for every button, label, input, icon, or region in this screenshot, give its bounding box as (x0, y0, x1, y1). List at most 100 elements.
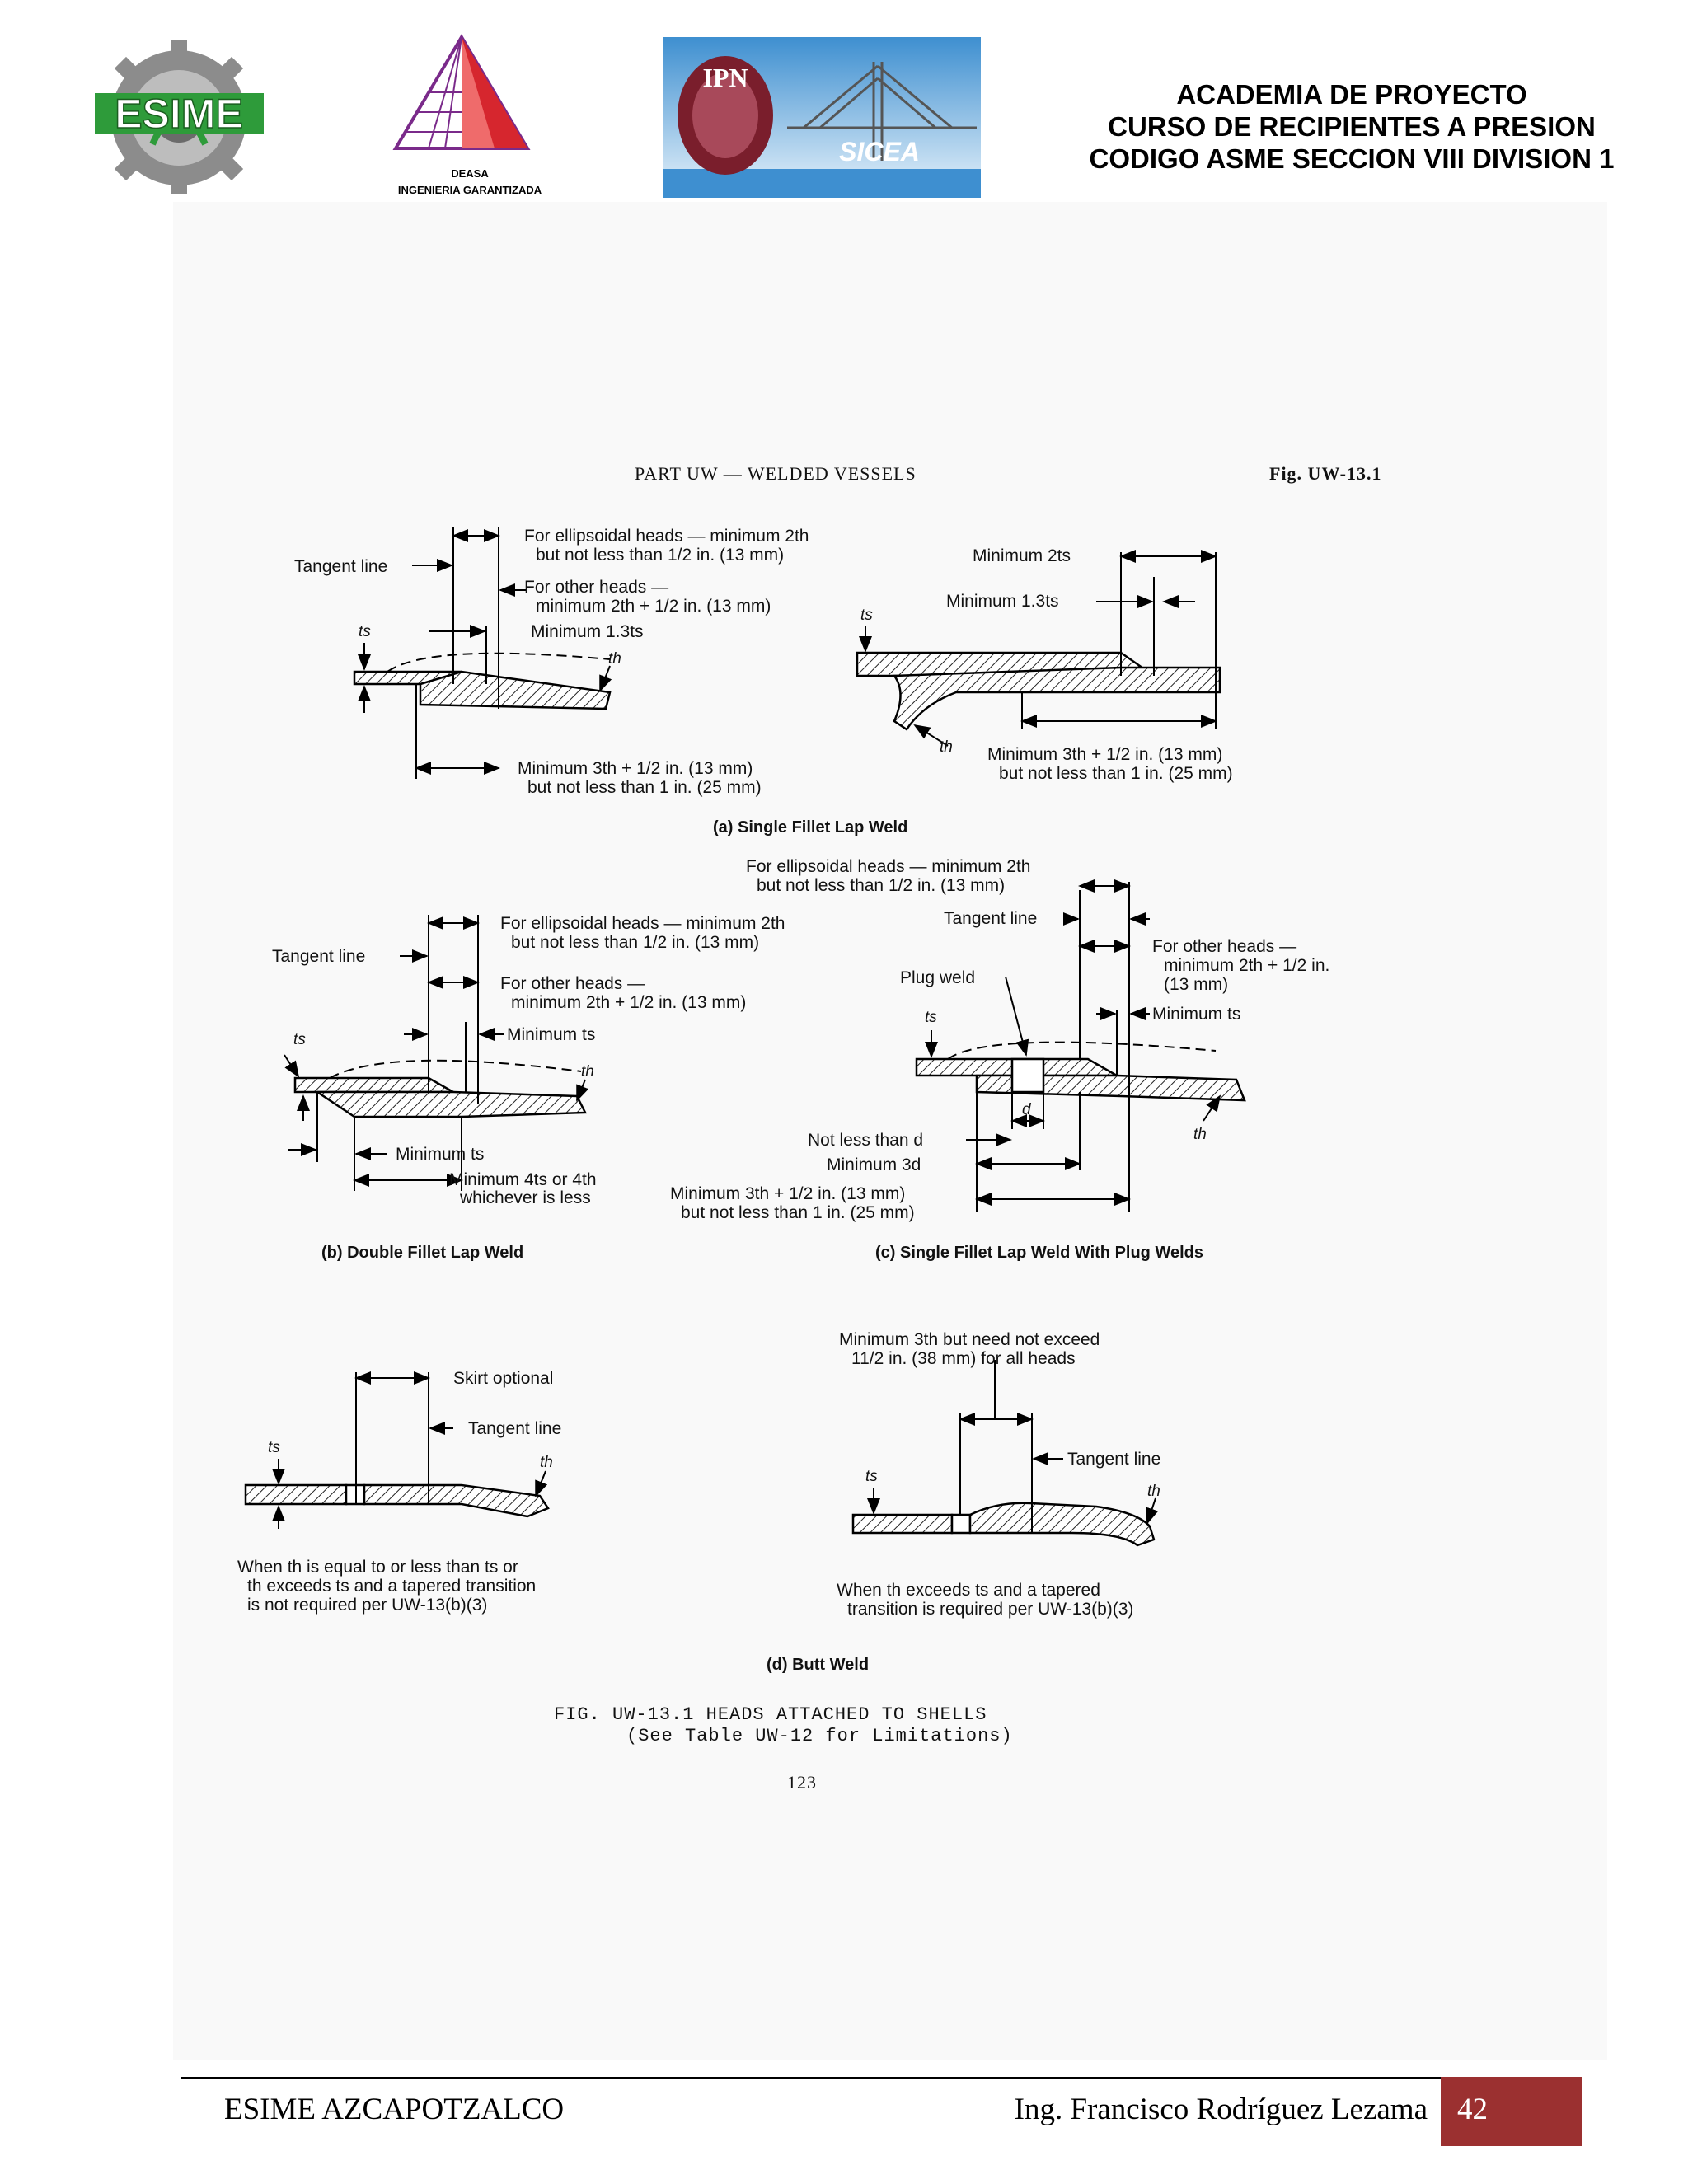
plug-weld (1010, 1057, 1045, 1094)
b-ellipsoidal-1: For ellipsoidal heads — minimum 2th (500, 914, 785, 933)
d-left-skirt-optional: Skirt optional (453, 1369, 553, 1388)
a-right-min3-2: but not less than 1 in. (25 mm) (999, 764, 1233, 783)
c-min-3d: Minimum 3d (827, 1155, 921, 1174)
figure-subtitle: (See Table UW-12 for Limitations) (626, 1726, 1013, 1746)
b-min4-1: Minimum 4ts or 4th (449, 1170, 597, 1189)
b-tangent-line: Tangent line (272, 947, 365, 966)
a-left-other-2: minimum 2th + 1/2 in. (13 mm) (536, 597, 771, 616)
d-left-tangent-line: Tangent line (468, 1419, 561, 1438)
caption-c: (c) Single Fillet Lap Weld With Plug Wel… (875, 1244, 1203, 1262)
head-plate-d-left (363, 1483, 550, 1518)
academia-line-3: CODIGO ASME SECCION VIII DIVISION 1 (1089, 143, 1615, 174)
d-left-th: th (540, 1454, 553, 1471)
part-header: PART UW — WELDED VESSELS (635, 463, 917, 484)
a-right-min-1-3ts: Minimum 1.3ts (946, 592, 1059, 611)
ipn-logo-text: IPN (702, 63, 748, 92)
d-right-min3-2: 11/2 in. (38 mm) for all heads (851, 1349, 1076, 1368)
c-other-2: minimum 2th + 1/2 in. (1164, 956, 1329, 975)
b-min4-2: whichever is less (459, 1188, 591, 1207)
d-left-note-1: When th is equal to or less than ts or (237, 1558, 518, 1577)
d-left-ts: ts (268, 1439, 280, 1456)
page-number: 42 (1457, 2093, 1488, 2126)
d-right-ts: ts (865, 1468, 878, 1485)
footer-rule (181, 2077, 1582, 2079)
ipn-sicea-logo: IPN SICEA (663, 37, 981, 198)
a-left-min3-1: Minimum 3th + 1/2 in. (13 mm) (518, 759, 753, 778)
a-left-ts: ts (359, 623, 371, 640)
c-d: d (1022, 1101, 1032, 1118)
a-right-th: th (940, 738, 953, 756)
caption-b: (b) Double Fillet Lap Weld (321, 1244, 523, 1262)
scan-page-number: 123 (787, 1772, 817, 1793)
c-min-ts: Minimum ts (1152, 1005, 1240, 1024)
a-right-ts: ts (860, 607, 873, 624)
academia-line-2: CURSO DE RECIPIENTES A PRESION (1108, 111, 1596, 142)
esime-logo: ESIME (95, 37, 264, 194)
shell-plate-d-right (851, 1513, 954, 1535)
a-left-min-1-3ts: Minimum 1.3ts (531, 622, 644, 641)
c-ellipsoidal-2: but not less than 1/2 in. (13 mm) (757, 876, 1005, 895)
detail-c: For ellipsoidal heads — minimum 2th but … (670, 857, 1329, 1222)
a-left-other-1: For other heads — (524, 578, 668, 597)
c-ts: ts (925, 1009, 937, 1026)
deasa-caption-line1: DEASA (451, 167, 489, 180)
c-ellipsoidal-1: For ellipsoidal heads — minimum 2th (746, 857, 1030, 876)
d-right-th: th (1147, 1483, 1160, 1500)
detail-a-right: Minimum 2ts Minimum 1.3ts ts th Minimum … (856, 546, 1233, 783)
shell-plate-b (293, 1076, 457, 1094)
c-other-3: (13 mm) (1164, 975, 1228, 994)
b-min-ts: Minimum ts (507, 1025, 595, 1044)
b-other-2: minimum 2th + 1/2 in. (13 mm) (511, 993, 746, 1012)
detail-d-right: Minimum 3th but need not exceed 11/2 in.… (837, 1330, 1160, 1619)
a-right-min3-1: Minimum 3th + 1/2 in. (13 mm) (987, 745, 1222, 764)
head-plate-d-right (968, 1502, 1156, 1547)
fig-reference: Fig. UW-13.1 (1269, 463, 1381, 484)
b-min-ts-lower: Minimum ts (396, 1145, 484, 1164)
head-plate-a-right (892, 666, 1221, 731)
figure-title: FIG. UW-13.1 HEADS ATTACHED TO SHELLS (554, 1704, 987, 1725)
detail-b: For ellipsoidal heads — minimum 2th but … (272, 914, 785, 1207)
page-header: ESIME DEASA INGENIERIA GARANTIZADA (0, 33, 1688, 206)
caption-d: (d) Butt Weld (767, 1656, 869, 1674)
esime-logo-text: ESIME (115, 91, 243, 137)
b-ts: ts (293, 1031, 306, 1048)
d-left-note-2: th exceeds ts and a tapered transition (247, 1577, 536, 1596)
d-right-min3-1: Minimum 3th but need not exceed (839, 1330, 1100, 1349)
academia-line-1: ACADEMIA DE PROYECTO (1176, 79, 1527, 110)
c-min3-1: Minimum 3th + 1/2 in. (13 mm) (670, 1184, 905, 1203)
detail-d-left: Skirt optional Tangent line ts th When t… (237, 1369, 561, 1615)
footer-author: Ing. Francisco Rodríguez Lezama (1014, 2093, 1428, 2126)
a-right-min-2ts: Minimum 2ts (973, 546, 1071, 565)
a-left-min3-2: but not less than 1 in. (25 mm) (528, 778, 762, 797)
deasa-logo: DEASA INGENIERIA GARANTIZADA (387, 33, 542, 196)
b-ellipsoidal-2: but not less than 1/2 in. (13 mm) (511, 933, 759, 952)
d-right-tangent-line: Tangent line (1067, 1450, 1160, 1469)
d-right-note-2: transition is required per UW-13(b)(3) (847, 1600, 1133, 1619)
c-min3-2: but not less than 1 in. (25 mm) (681, 1203, 915, 1222)
b-other-1: For other heads — (500, 974, 645, 993)
b-th: th (581, 1063, 594, 1080)
d-right-note-1: When th exceeds ts and a tapered (837, 1581, 1100, 1600)
c-not-less-than-d: Not less than d (808, 1131, 923, 1150)
d-left-note-3: is not required per UW-13(b)(3) (247, 1596, 487, 1615)
a-left-ellipsoidal-1: For ellipsoidal heads — minimum 2th (524, 527, 809, 546)
a-left-th: th (608, 650, 621, 668)
scanned-page-background (173, 202, 1607, 2060)
c-tangent-line: Tangent line (944, 909, 1037, 928)
a-left-tangent-line: Tangent line (294, 557, 387, 576)
page-footer: ESIME AZCAPOTZALCO Ing. Francisco Rodríg… (181, 2077, 1582, 2146)
page-number-box: 42 (1441, 2077, 1582, 2146)
deasa-caption-line2: INGENIERIA GARANTIZADA (397, 184, 542, 196)
shell-plate-d-left (244, 1483, 348, 1506)
c-other-1: For other heads — (1152, 937, 1296, 956)
caption-a: (a) Single Fillet Lap Weld (713, 818, 907, 837)
c-plug-weld: Plug weld (900, 968, 975, 987)
c-th: th (1193, 1126, 1207, 1143)
a-left-ellipsoidal-2: but not less than 1/2 in. (13 mm) (536, 546, 784, 565)
detail-a-left: For ellipsoidal heads — minimum 2th but … (294, 527, 809, 797)
head-plate-a-left (419, 670, 612, 710)
head-plate-b (313, 1090, 587, 1118)
footer-institution: ESIME AZCAPOTZALCO (224, 2093, 565, 2126)
course-title-block: ACADEMIA DE PROYECTO CURSO DE RECIPIENTE… (1071, 78, 1632, 175)
